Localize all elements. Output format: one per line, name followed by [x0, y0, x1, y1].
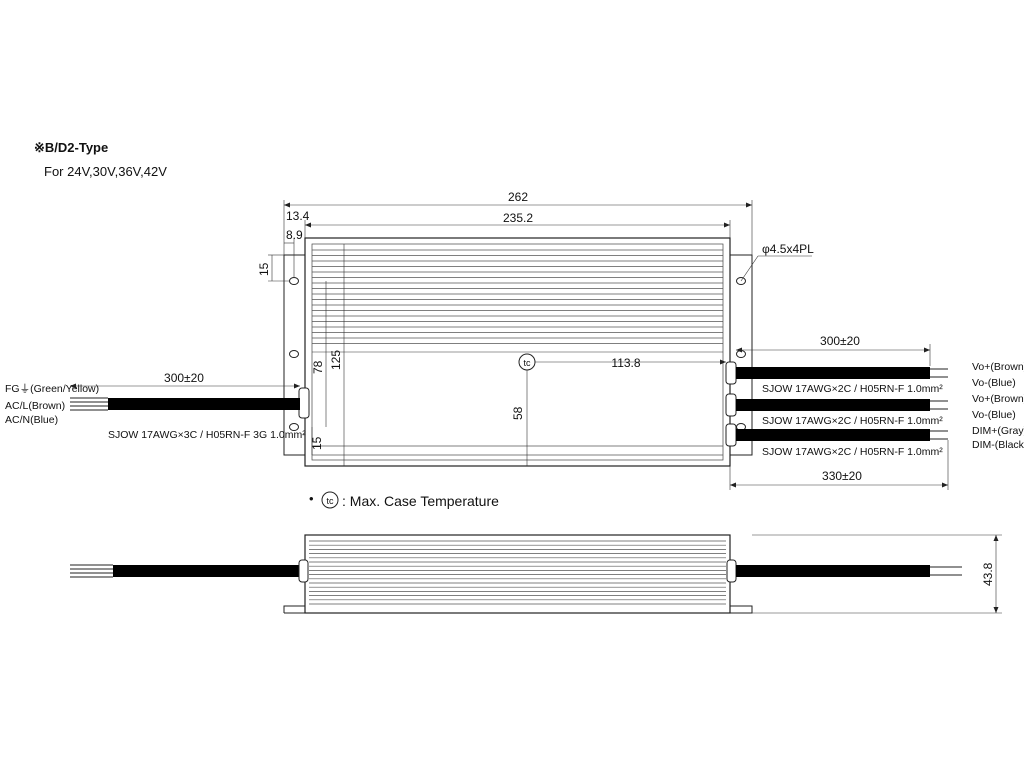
dim-total-height: 125 [329, 350, 343, 370]
out-gland-1 [725, 361, 737, 385]
type-title: ※B/D2-Type [34, 140, 108, 155]
tc-legend-symbol: tc [326, 496, 334, 506]
out1-wire-a: Vo+(Brown) [972, 361, 1024, 373]
dim-tc-distance: 113.8 [611, 356, 640, 370]
out-cable-length-top: 300±20 [820, 334, 860, 348]
ac-cable-spec: SJOW 17AWG×3C / H05RN-F 3G 1.0mm² [108, 429, 306, 441]
dim-mount-offset: 13.4 [286, 209, 310, 223]
top-view [283, 237, 753, 467]
out2-wire-a: Vo+(Brown) [972, 393, 1024, 405]
out3-wire-a: DIM+(Gray) [972, 425, 1024, 437]
out3-wire-b: DIM-(Black) [972, 439, 1024, 451]
fg-wire-label: FG⏚(Green/Yellow) [5, 383, 99, 395]
out1-wire-b: Vo-(Blue) [972, 377, 1016, 389]
side-flange [283, 605, 753, 614]
hole-spec: φ4.5x4PL [762, 242, 814, 256]
ac-n-wire-label: AC/N(Blue) [5, 414, 58, 426]
top-dimensions: 262 235.2 13.4 8.9 φ4.5x4PL 15 78 125 15… [257, 190, 814, 466]
ac-gland [298, 387, 310, 419]
out2-cable-spec: SJOW 17AWG×2C / H05RN-F 1.0mm² [762, 415, 943, 427]
mount-hole-icon [736, 277, 746, 285]
dim-inner-height: 78 [311, 360, 325, 374]
output-cables: SJOW 17AWG×2C / H05RN-F 1.0mm² SJOW 17AW… [729, 334, 1024, 490]
out-cable-length-bottom: 330±20 [822, 469, 862, 483]
tc-marker-icon [518, 353, 536, 371]
dim-overall-length: 262 [508, 190, 528, 204]
dim-tc-height: 58 [511, 406, 525, 420]
dim-side-height: 43.8 [981, 562, 995, 586]
side-case [304, 534, 731, 614]
out-gland-2 [725, 393, 737, 417]
mount-hole-icon [289, 350, 299, 358]
ac-l-wire-label: AC/L(Brown) [5, 400, 65, 412]
ac-cable-length: 300±20 [164, 371, 204, 385]
out2-wire-b: Vo-(Blue) [972, 409, 1016, 421]
tc-legend-icon [321, 491, 339, 509]
dim-top-margin: 15 [257, 262, 271, 276]
ac-input-cable: FG⏚(Green/Yellow) AC/L(Brown) AC/N(Blue)… [5, 371, 306, 441]
heatsink-fins [312, 249, 723, 456]
mount-hole-icon [289, 423, 299, 431]
mount-hole-icon [289, 277, 299, 285]
left-flange [283, 254, 306, 456]
tc-legend: • tc : Max. Case Temperature [309, 491, 499, 509]
out1-cable-spec: SJOW 17AWG×2C / H05RN-F 1.0mm² [762, 383, 943, 395]
side-fins [309, 540, 726, 605]
dim-bottom-margin: 15 [310, 436, 324, 450]
tc-legend-text: : Max. Case Temperature [342, 493, 499, 509]
out3-cable-spec: SJOW 17AWG×2C / H05RN-F 1.0mm² [762, 446, 943, 458]
legend-bullet: • [309, 491, 314, 506]
dim-hole-offset: 8.9 [286, 228, 303, 242]
dim-body-length: 235.2 [503, 211, 533, 225]
tc-marker-text: tc [523, 358, 531, 368]
out-gland-3 [725, 423, 737, 447]
voltage-applies: For 24V,30V,36V,42V [44, 164, 167, 179]
side-view: 43.8 [70, 534, 1002, 614]
